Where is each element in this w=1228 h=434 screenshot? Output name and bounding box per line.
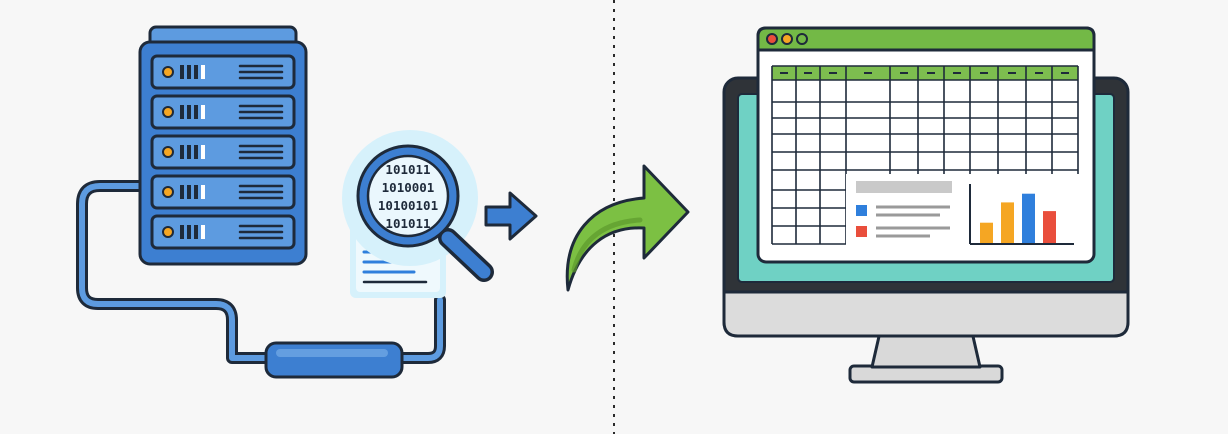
spreadsheet-window [756,26,1096,264]
bar-chart-icon [969,184,1074,245]
status-light [162,146,174,158]
legend-swatch-blue [856,205,867,216]
server-unit [150,174,296,210]
window-maximize-dot [796,33,808,45]
status-light [162,106,174,118]
status-light [162,226,174,238]
server-unit [150,214,296,250]
window-close-dot [766,33,778,45]
binary-line: 1010001 [382,180,435,195]
window-minimize-dot [781,33,793,45]
server-unit [150,134,296,170]
chart-bar [1043,211,1056,243]
binary-line: 101011 [385,216,430,231]
binary-line: 101011 [385,162,430,177]
spreadsheet-icon [771,65,1079,245]
magnifier-icon: 101011 1010001 10100101 101011 [342,130,494,282]
cable-connector [264,341,404,379]
chart-bar [1022,193,1035,243]
server-unit [150,94,296,130]
server-unit [150,54,296,90]
chart-bar [980,222,993,243]
arrow-right-icon [484,191,538,241]
legend-swatch-red [856,226,867,237]
window-title-bar [756,26,1096,52]
curved-arrow-icon [565,164,690,292]
chart-bar [1001,202,1014,243]
report-title-bar [856,181,952,193]
cable-core [79,183,443,361]
binary-line: 10100101 [378,198,438,213]
status-light [162,186,174,198]
server-rack-icon [138,25,308,266]
status-light [162,66,174,78]
